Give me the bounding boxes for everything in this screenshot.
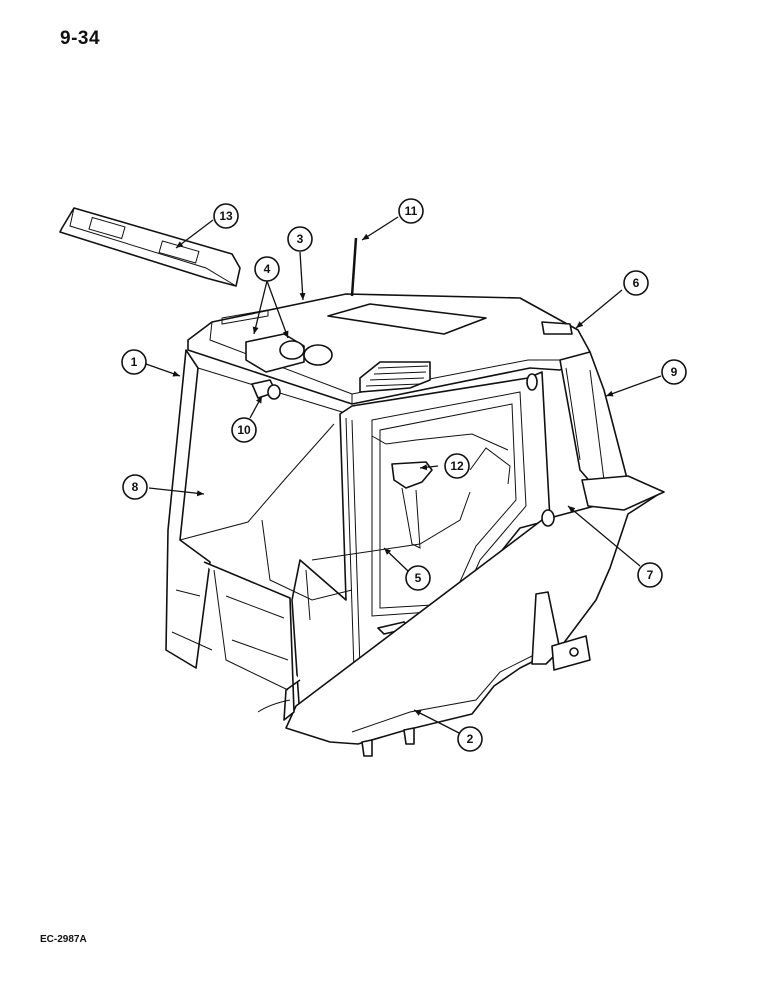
callout-13: 13 bbox=[213, 203, 239, 229]
callout-4: 4 bbox=[254, 256, 280, 282]
leader-lines bbox=[145, 216, 662, 736]
callout-7: 7 bbox=[637, 562, 663, 588]
callout-6: 6 bbox=[623, 270, 649, 296]
callout-9: 9 bbox=[661, 359, 687, 385]
callout-1: 1 bbox=[121, 349, 147, 375]
callout-2: 2 bbox=[457, 726, 483, 752]
figure-code: EC-2987A bbox=[40, 934, 87, 945]
svg-text:1: 1 bbox=[131, 355, 138, 369]
svg-text:12: 12 bbox=[450, 459, 464, 473]
callout-10: 10 bbox=[231, 417, 257, 443]
page-number: 9-34 bbox=[60, 28, 101, 49]
svg-text:4: 4 bbox=[264, 262, 271, 276]
svg-text:9: 9 bbox=[671, 365, 678, 379]
svg-text:7: 7 bbox=[647, 568, 654, 582]
svg-text:13: 13 bbox=[219, 209, 233, 223]
svg-text:3: 3 bbox=[297, 232, 304, 246]
visor-trim-panel bbox=[59, 207, 241, 287]
callout-8: 8 bbox=[122, 474, 148, 500]
svg-text:8: 8 bbox=[132, 480, 139, 494]
svg-text:2: 2 bbox=[467, 732, 474, 746]
callout-11: 11 bbox=[398, 198, 424, 224]
cab-body bbox=[165, 237, 665, 757]
callout-3: 3 bbox=[287, 226, 313, 252]
callout-12: 12 bbox=[444, 453, 470, 479]
svg-text:10: 10 bbox=[237, 423, 251, 437]
svg-text:11: 11 bbox=[405, 204, 418, 218]
svg-text:6: 6 bbox=[633, 276, 640, 290]
callout-5: 5 bbox=[405, 565, 431, 591]
svg-text:5: 5 bbox=[415, 571, 422, 585]
